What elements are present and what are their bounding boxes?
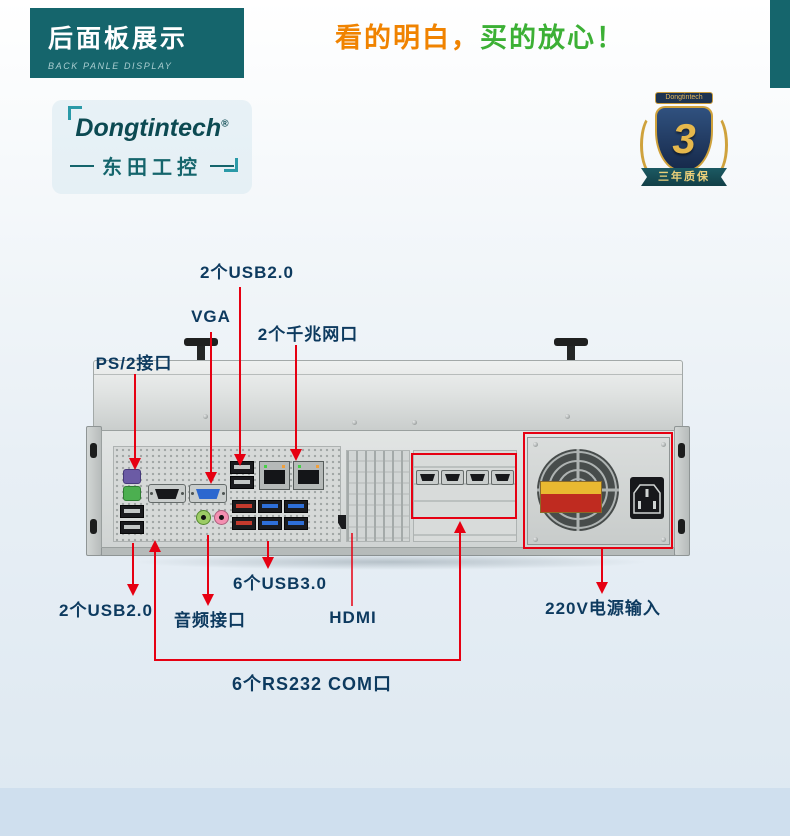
ear-hole	[90, 443, 97, 458]
top-right-accent-bar	[770, 0, 790, 88]
warranty-badge: Dongtintech 3 三年质保	[640, 92, 728, 186]
audio-jack-mic	[214, 510, 229, 525]
com-port	[466, 470, 489, 485]
divider-line	[210, 164, 234, 167]
screw-icon	[533, 442, 538, 447]
chassis-handle-left	[184, 338, 218, 364]
logo-corner-mark-icon	[224, 158, 238, 172]
brand-cn-text: 东田工控	[102, 157, 202, 179]
chassis-shadow	[130, 554, 650, 570]
screw-icon	[565, 414, 570, 419]
screw-icon	[203, 414, 208, 419]
label-usb2-bottom: 2个USB2.0	[59, 601, 153, 620]
label-audio: 音频接口	[174, 611, 246, 630]
brand-cn: 东田工控	[52, 151, 252, 180]
brand-name: Dongtintech®	[52, 114, 252, 143]
psu-label-red	[541, 494, 601, 512]
lan-port	[259, 461, 290, 490]
ear-hole	[678, 443, 685, 458]
brand-logo: Dongtintech® 东田工控	[52, 100, 252, 194]
logo-corner-mark-icon	[68, 106, 82, 120]
usb2-port	[230, 476, 254, 489]
power-inlet-shape	[633, 484, 661, 514]
rack-ear-right	[674, 426, 690, 556]
vent-slots	[346, 450, 410, 542]
divider-line	[70, 164, 94, 167]
laurel-right-icon	[702, 114, 728, 176]
psu-rating-label	[540, 481, 602, 513]
headline: 看的明白，买的放心！	[280, 16, 680, 55]
headline-orange: 看的明白，	[335, 23, 480, 53]
label-power: 220V电源输入	[545, 599, 661, 618]
badge-number: 3	[672, 115, 696, 162]
ps2-keyboard-port	[123, 469, 141, 484]
audio-jack-lineout	[196, 510, 211, 525]
com-port	[148, 484, 186, 503]
rack-ear-left	[86, 426, 102, 556]
badge-ribbon: 三年质保	[641, 168, 727, 186]
ear-hole	[90, 519, 97, 534]
vga-port	[189, 484, 227, 503]
label-com: 6个RS232 COM口	[232, 674, 393, 694]
label-vga: VGA	[191, 307, 231, 326]
page-title: 后面板展示	[48, 25, 189, 53]
usb3-port	[284, 517, 308, 530]
expansion-slot-brackets	[413, 450, 517, 542]
label-hdmi: HDMI	[329, 608, 377, 627]
label-usb2-top: 2个USB2.0	[200, 263, 294, 282]
com-port	[441, 470, 464, 485]
badge-brand-label: Dongtintech	[655, 92, 713, 104]
page-subtitle: BACK PANLE DISPLAY	[48, 61, 173, 71]
screw-icon	[412, 420, 417, 425]
usb3-port	[232, 500, 256, 513]
usb3-port	[258, 517, 282, 530]
usb2-port	[120, 521, 144, 534]
psu-label-yellow	[541, 482, 601, 494]
ps2-mouse-port	[123, 486, 141, 501]
bottom-band	[0, 788, 790, 836]
usb3-port	[284, 500, 308, 513]
usb2-port	[230, 461, 254, 474]
laurel-left-icon	[640, 114, 666, 176]
registered-mark: ®	[221, 118, 229, 130]
com-port	[491, 470, 514, 485]
screw-icon	[661, 537, 666, 542]
brand-name-text: Dongtintech	[75, 114, 222, 142]
ear-hole	[678, 519, 685, 534]
label-usb3: 6个USB3.0	[233, 574, 327, 593]
label-lan: 2个千兆网口	[257, 325, 359, 344]
header-banner: 后面板展示 BACK PANLE DISPLAY	[30, 8, 244, 78]
power-inlet-c14	[630, 477, 664, 519]
label-ps2: PS/2接口	[95, 354, 173, 373]
headline-green: 买的放心！	[480, 23, 625, 53]
usb2-port	[120, 505, 144, 518]
cover-groove	[94, 374, 682, 375]
usb3-port	[232, 517, 256, 530]
com-port	[416, 470, 439, 485]
screw-icon	[533, 537, 538, 542]
lan-port	[293, 461, 324, 490]
badge-shield-wrap: 3	[640, 106, 728, 176]
screw-icon	[661, 442, 666, 447]
screw-icon	[352, 420, 357, 425]
usb3-port	[258, 500, 282, 513]
chassis-handle-right	[554, 338, 588, 364]
